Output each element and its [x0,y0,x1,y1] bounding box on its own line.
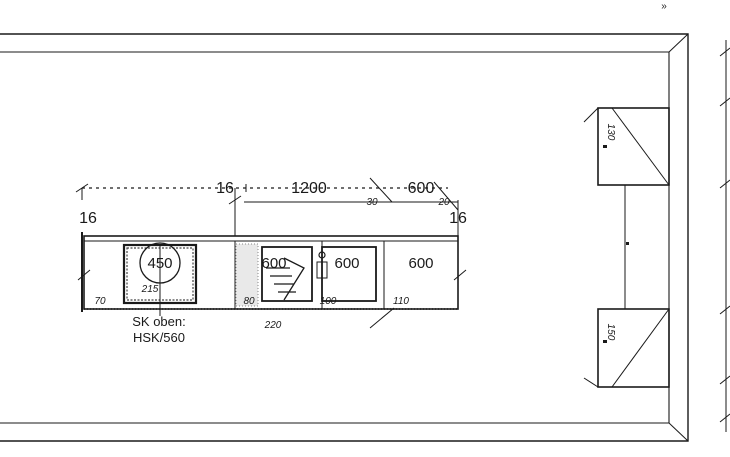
hob-sub-dim: 215 [141,284,159,295]
hob-cabinet [122,242,198,309]
room-walls [0,33,689,442]
end-unit-width: 600 [408,255,433,272]
window-bottom-dim: 150 [605,324,616,341]
dim-110: 110 [393,296,409,307]
sink [261,241,377,309]
hood-label-line2: HSK/560 [133,330,185,345]
dim-top-small-left: 30 [366,197,378,208]
wall-section [624,185,629,309]
dim-side-right: 16 [449,210,467,227]
dim-70: 70 [94,296,106,307]
dim-220: 220 [264,320,282,331]
top-dimension-line [75,177,459,236]
hood-label-line1: SK oben: [132,314,186,329]
worktop [77,232,467,312]
filler-panel [235,243,259,307]
right-dimension-line [719,40,730,432]
sink-right-width: 600 [334,255,359,272]
dim-100: 100 [320,296,337,307]
hob-width: 450 [147,255,172,272]
corner-mark: » [661,1,667,12]
dim-top-mid: 1200 [291,180,327,197]
window-top-dim: 130 [605,124,616,141]
dim-side-left: 16 [79,210,97,227]
wall-unit-top [583,107,670,186]
dim-80: 80 [243,296,255,307]
sink-left-width: 600 [261,255,286,272]
dim-top-left: 16 [216,180,234,197]
wall-unit-bottom [583,308,670,388]
dim-top-small-right: 20 [437,197,450,208]
dim-top-right: 600 [408,180,435,197]
